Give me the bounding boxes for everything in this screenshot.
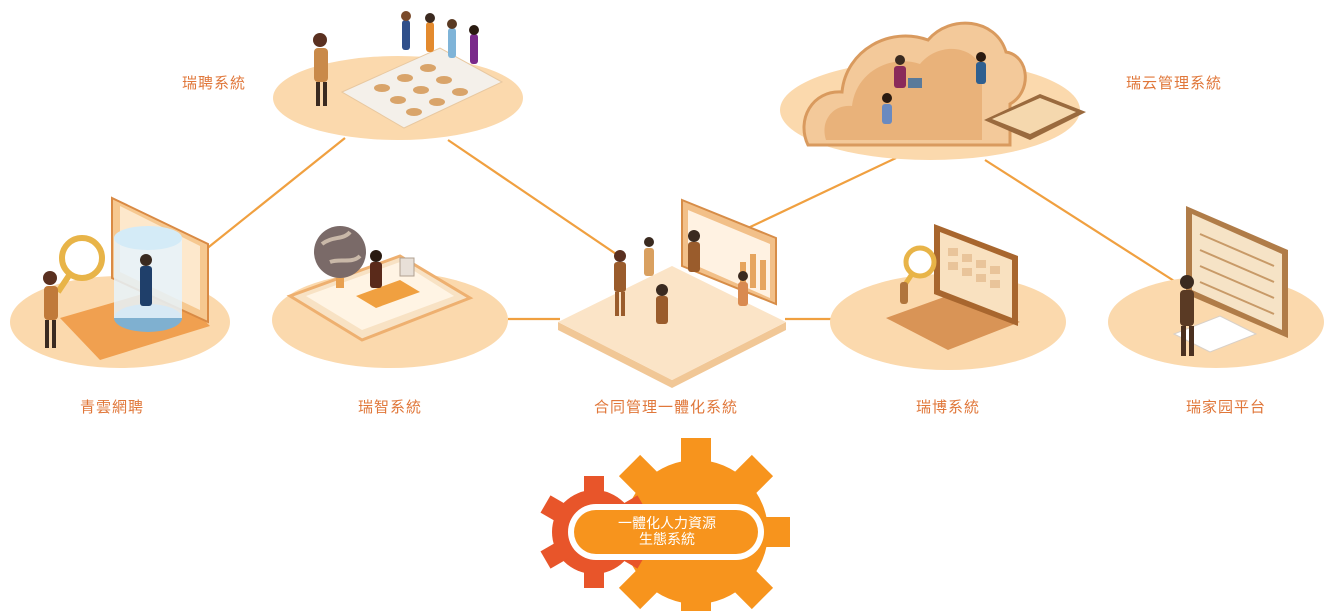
label-qingyun: 青雲網聘: [80, 398, 145, 416]
label-ruiyun: 瑞云管理系統: [1126, 74, 1223, 92]
label-ruizhi: 瑞智系統: [358, 398, 423, 416]
ruipin-grid-icons: [374, 64, 468, 116]
ruipin-recruiter: [313, 33, 328, 106]
qingyun-glass-cylinder: [114, 226, 182, 332]
qingyun-person: [43, 271, 58, 348]
globe-icon: [314, 226, 366, 288]
contract-illustration: [558, 198, 786, 388]
ruipin-candidates: [401, 11, 479, 64]
ruizhi-desk: [356, 250, 420, 308]
contract-people: [614, 230, 748, 324]
line-ruipin-contract: [447, 139, 623, 259]
ruijiayuan-person: [1180, 275, 1194, 356]
ruizhi-illustration: [272, 226, 508, 368]
label-ruibo: 瑞博系統: [916, 398, 981, 416]
ruiyun-tablet: [984, 94, 1086, 140]
line-qingyun-ruipin: [204, 137, 346, 251]
line-ruiyun-ruijiayuan: [984, 159, 1183, 287]
center-title-line1: 一體化人力資源: [618, 516, 716, 532]
calendar-icon: [948, 248, 1000, 288]
ruipin-illustration: [273, 11, 523, 140]
label-ruijiayuan: 瑞家园平台: [1186, 398, 1267, 416]
connector-lines: [204, 137, 1183, 321]
qingyun-illustration: [10, 196, 230, 368]
center-title-line2: 生態系統: [639, 532, 695, 548]
ruiyun-people: [882, 52, 986, 124]
ruibo-illustration: [830, 224, 1066, 370]
ruiyun-illustration: [780, 21, 1086, 160]
ruijiayuan-illustration: [1108, 206, 1324, 368]
magnifier-icon-ruibo: [900, 245, 937, 304]
center-title: 一體化人力資源 生態系統: [582, 516, 752, 548]
magnifier-icon: [55, 235, 105, 294]
label-contract: 合同管理一體化系統: [594, 398, 739, 416]
line-contract-ruiyun: [747, 157, 897, 229]
ruijiayuan-rows: [1199, 233, 1275, 315]
ruijiayuan-tablet: [1172, 315, 1258, 353]
label-ruipin: 瑞聘系統: [182, 74, 247, 92]
